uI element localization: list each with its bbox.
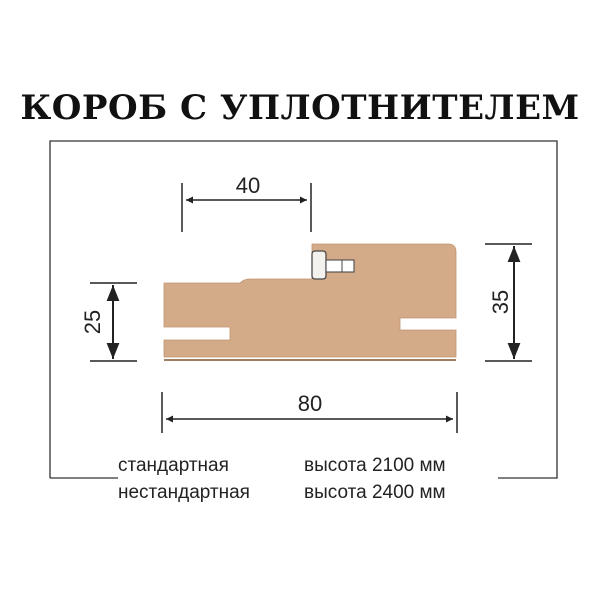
- note-standard-value: высота 2100 мм: [304, 455, 446, 476]
- frame-border: [49, 140, 558, 479]
- note-nonstandard-label: нестандартная: [118, 482, 250, 503]
- dim-total-width: 80: [298, 391, 322, 416]
- door-frame-profile: [163, 243, 457, 358]
- diagram-title: КОРОБ С УПЛОТНИТЕЛЕМ: [20, 88, 580, 128]
- note-nonstandard-value: высота 2400 мм: [304, 482, 446, 503]
- dim-top-width: 40: [236, 173, 260, 198]
- dim-right-height: 35: [488, 290, 513, 314]
- seal-icon: [311, 250, 355, 280]
- note-standard-label: стандартная: [118, 455, 229, 476]
- dim-left-height: 25: [80, 310, 105, 334]
